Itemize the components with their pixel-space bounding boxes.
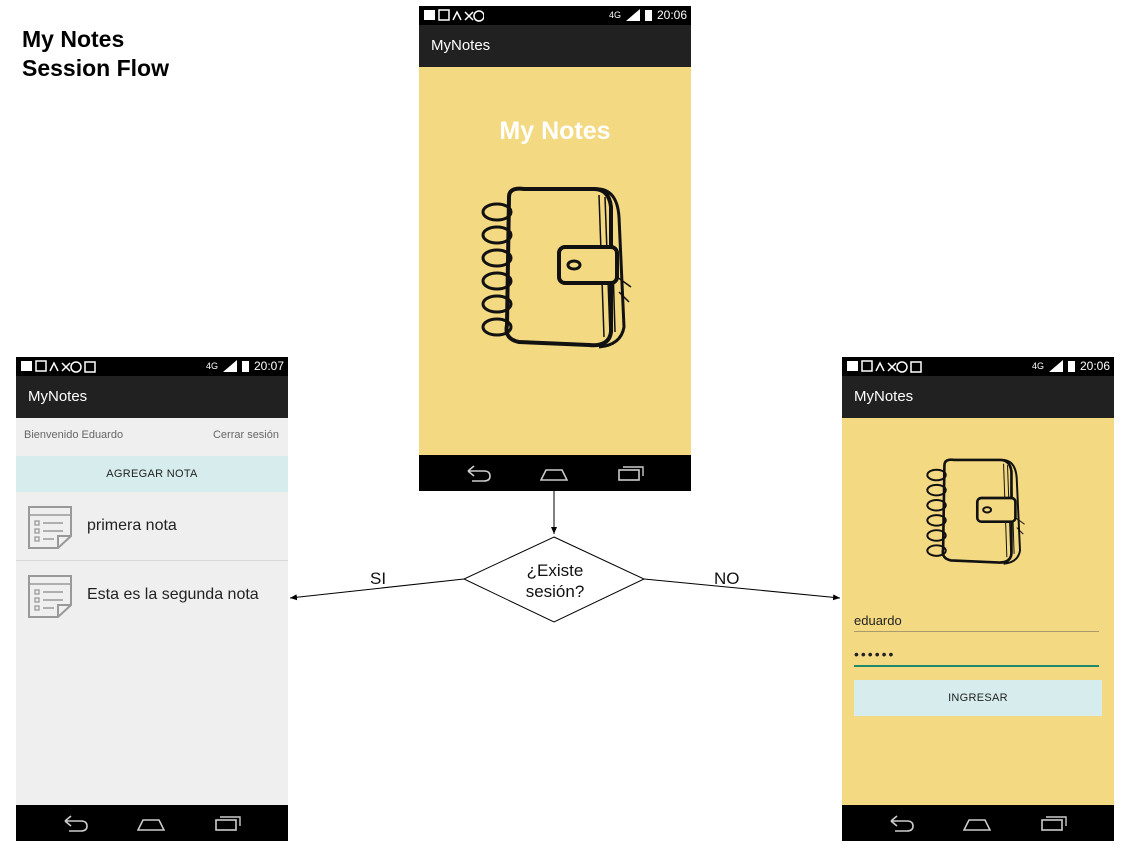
app-bar-title: MyNotes: [842, 376, 1114, 418]
add-note-button[interactable]: AGREGAR NOTA: [16, 456, 288, 492]
home-icon[interactable]: [540, 463, 568, 483]
back-icon[interactable]: [887, 813, 915, 833]
navigation-bar: [16, 805, 288, 841]
page-title-line-2: Session Flow: [22, 55, 169, 81]
splash-content: My Notes: [419, 67, 691, 455]
note-icon: [28, 506, 72, 549]
note-list: primera nota Esta es la segunda nota: [16, 492, 288, 630]
status-bar: 4G 20:06: [842, 357, 1114, 376]
app-bar-title: MyNotes: [419, 25, 691, 67]
phone-home-screen: 4G 20:07 MyNotes Bienvenido Eduardo Cerr…: [16, 357, 288, 841]
status-time: 20:06: [656, 8, 687, 22]
status-bar: 4G 20:06: [419, 6, 691, 25]
phone-splash-screen: 4G 20:06 MyNotes My Notes: [419, 6, 691, 491]
flow-arrow-no: [643, 578, 841, 601]
status-system-icons: 4G 20:06: [609, 8, 687, 22]
note-icon: [28, 575, 72, 618]
status-time: 20:06: [1079, 359, 1110, 373]
page-title-line-1: My Notes: [22, 26, 125, 52]
back-icon[interactable]: [61, 813, 89, 833]
recents-icon[interactable]: [1039, 813, 1067, 833]
page-title: My Notes Session Flow: [22, 25, 169, 83]
signal-icon: [625, 9, 640, 21]
no-label: NO: [714, 569, 740, 588]
welcome-row: Bienvenido Eduardo Cerrar sesión: [16, 418, 288, 456]
notification-icons: [21, 360, 96, 373]
notification-icons: [847, 360, 922, 373]
network-type: 4G: [608, 10, 621, 20]
network-type: 4G: [1031, 361, 1044, 371]
status-system-icons: 4G 20:06: [1032, 359, 1110, 373]
phone-login-screen: 4G 20:06 MyNotes eduardo •••••• ING: [842, 357, 1114, 841]
note-title: Esta es la segunda nota: [87, 586, 259, 603]
yes-label: SI: [370, 569, 387, 588]
home-icon[interactable]: [137, 813, 165, 833]
welcome-text: Bienvenido Eduardo: [24, 429, 124, 441]
recents-icon[interactable]: [213, 813, 241, 833]
signal-icon: [222, 360, 237, 372]
decision-label: ¿Existe sesión?: [505, 560, 605, 602]
recents-icon[interactable]: [616, 463, 644, 483]
notebook-logo-icon: [926, 458, 1025, 565]
status-bar: 4G 20:07: [16, 357, 288, 376]
notebook-logo-icon: [481, 186, 632, 349]
network-type: 4G: [205, 361, 218, 371]
navigation-bar: [419, 455, 691, 491]
home-icon[interactable]: [963, 813, 991, 833]
flow-arrow-yes: [289, 578, 465, 601]
app-bar-title: MyNotes: [16, 376, 288, 418]
password-field[interactable]: ••••••: [854, 646, 1099, 667]
note-title: primera nota: [87, 517, 177, 534]
status-notification-icons: [847, 360, 957, 373]
login-button[interactable]: INGRESAR: [854, 680, 1102, 716]
username-field[interactable]: eduardo: [854, 613, 1099, 632]
navigation-bar: [842, 805, 1114, 841]
battery-icon: [644, 10, 652, 21]
splash-title: My Notes: [499, 117, 611, 145]
signal-icon: [1048, 360, 1063, 372]
home-content: Bienvenido Eduardo Cerrar sesión AGREGAR…: [16, 418, 288, 805]
notification-icons: [424, 9, 484, 22]
decision-diamond: [462, 536, 646, 623]
status-notification-icons: [424, 9, 484, 22]
decision-line-2: sesión?: [525, 582, 585, 601]
list-item[interactable]: primera nota: [16, 492, 288, 561]
status-time: 20:07: [253, 359, 284, 373]
back-icon[interactable]: [464, 463, 492, 483]
logout-link[interactable]: Cerrar sesión: [212, 429, 279, 441]
status-system-icons: 4G 20:07: [206, 359, 284, 373]
battery-icon: [1067, 361, 1075, 372]
status-notification-icons: [21, 360, 131, 373]
login-content: eduardo •••••• INGRESAR: [842, 418, 1114, 805]
decision-line-1: ¿Existe: [526, 561, 584, 580]
battery-icon: [241, 361, 249, 372]
list-item[interactable]: Esta es la segunda nota: [16, 561, 288, 630]
